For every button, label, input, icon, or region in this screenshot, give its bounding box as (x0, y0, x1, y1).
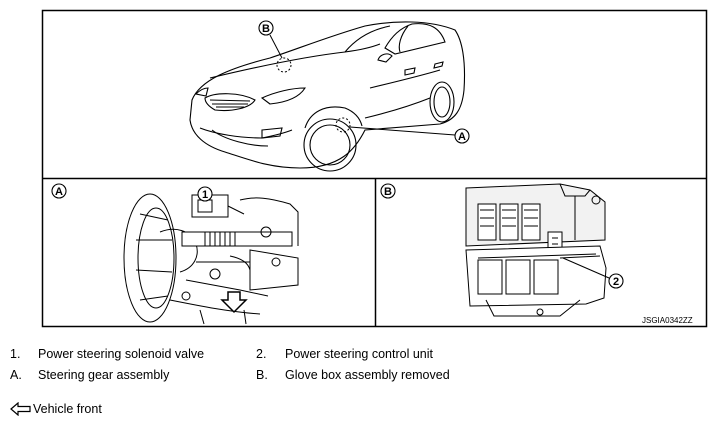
legend-text-2: Power steering control unit (285, 347, 433, 361)
panel-a-letter: A (55, 186, 63, 198)
legend-text-b: Glove box assembly removed (285, 368, 450, 382)
callout-b-top-label: B (262, 23, 270, 35)
callout-2-label: 2 (613, 276, 619, 288)
panel-b-letter: B (384, 186, 392, 198)
vehicle-front-arrow-icon (10, 402, 31, 416)
callout-1: 1 (197, 186, 213, 202)
legend-key-b: B. (256, 368, 268, 382)
legend-key-a: A. (10, 368, 22, 382)
service-diagram: B A A (41, 9, 708, 328)
callout-a-vehicle: A (335, 117, 470, 144)
legend-text-a: Steering gear assembly (38, 368, 170, 382)
legend-key-1: 1. (10, 347, 21, 361)
callout-1-label: 1 (202, 189, 208, 201)
panel-b-label: B (380, 183, 396, 199)
callout-a-top-label: A (458, 131, 466, 143)
callout-b-vehicle: B (258, 20, 292, 73)
vehicle-illustration (189, 21, 466, 172)
glove-box-area-illustration (465, 183, 607, 317)
figure-frame (41, 9, 708, 328)
figure-code: JSGIA0342ZZ (642, 316, 693, 325)
legend-text-1: Power steering solenoid valve (38, 347, 205, 361)
panel-a-label: A (51, 183, 67, 199)
vehicle-front-arrow-panel (220, 291, 248, 314)
steering-gear-illustration (123, 193, 299, 325)
vehicle-front-note: Vehicle front (33, 402, 102, 416)
legend-key-2: 2. (256, 347, 267, 361)
callout-2: 2 (562, 257, 624, 289)
